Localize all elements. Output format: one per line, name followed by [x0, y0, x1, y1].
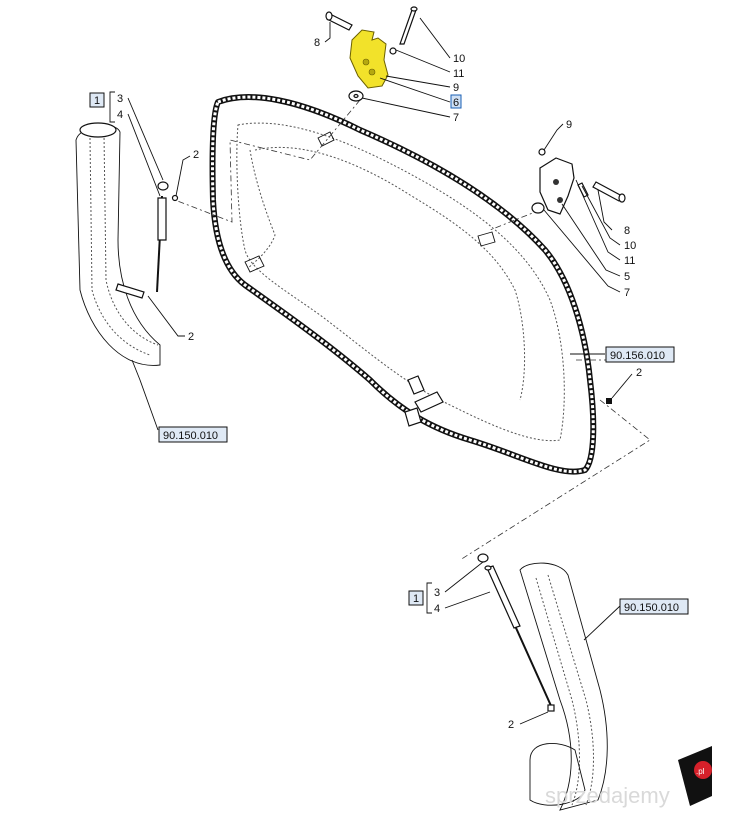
gas-strut-bottom	[477, 553, 555, 712]
reference-left[interactable]: 90.150.010	[158, 426, 228, 443]
site-logo: .pl	[678, 746, 712, 806]
gas-strut-left	[115, 181, 179, 299]
callout-8-right: 8	[624, 225, 630, 237]
callout-9: 9	[453, 82, 459, 94]
watermark: sprzedajemy	[545, 783, 670, 808]
callout-2-left-bottom: 2	[188, 331, 194, 343]
callout-4-left: 4	[117, 109, 123, 121]
screw-2-right	[606, 398, 612, 404]
pin-8-top	[325, 11, 353, 31]
logo-text: .pl	[696, 767, 705, 776]
group-brackets	[109, 91, 432, 614]
callout-3-bottom: 3	[434, 587, 440, 599]
left-pillar	[75, 122, 161, 366]
screw-10-top	[389, 6, 418, 55]
reference-right-label[interactable]: 90.150.010	[624, 602, 679, 614]
group-box-1-left	[89, 92, 105, 108]
selected-callout-box	[450, 94, 462, 109]
leaders	[127, 17, 633, 725]
callout-1-bottom: 1	[413, 593, 419, 605]
callout-2-left-top: 2	[193, 149, 199, 161]
rear-window-frame	[209, 94, 597, 475]
group-box-1-bottom	[408, 590, 424, 606]
hinge-bracket-right	[531, 148, 626, 215]
callout-2-mid-right: 2	[636, 367, 642, 379]
callout-7: 7	[453, 112, 459, 124]
callout-10-right: 10	[624, 240, 636, 252]
reference-window-seal[interactable]: 90.156.010	[605, 346, 675, 363]
callout-7-right: 7	[624, 287, 630, 299]
reference-left-label[interactable]: 90.150.010	[163, 430, 218, 442]
callout-6-selected[interactable]: 6	[453, 97, 459, 109]
callout-11: 11	[453, 68, 464, 80]
callouts-bottom: 1 3 4 2	[408, 587, 514, 731]
reference-window-seal-label[interactable]: 90.156.010	[610, 350, 665, 362]
assembly-lines	[174, 99, 651, 561]
callout-9-right: 9	[566, 119, 572, 131]
callout-11-right: 11	[624, 255, 635, 267]
callout-8: 8	[314, 37, 320, 49]
callout-5-right: 5	[624, 271, 630, 283]
callout-10: 10	[453, 53, 465, 65]
hinge-bracket-highlighted	[349, 29, 389, 89]
reference-right[interactable]: 90.150.010	[619, 598, 689, 615]
callout-1-left: 1	[94, 95, 100, 107]
callouts-top: 8 10 11 9 6 7	[314, 37, 465, 124]
callouts-left: 1 3 4 2 2	[89, 92, 199, 343]
callout-3-left: 3	[117, 93, 123, 105]
right-pillar	[519, 562, 608, 811]
callout-2-bottom: 2	[508, 719, 514, 731]
callout-4-bottom: 4	[434, 603, 440, 615]
callouts-right: 9 8 10 11 5 7	[566, 119, 636, 299]
